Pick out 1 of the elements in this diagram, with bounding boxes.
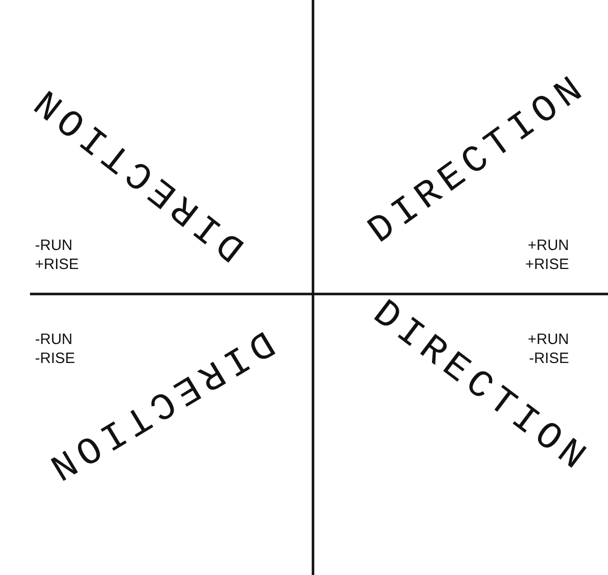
- quadrant-sign-label: +RUN +RISE: [525, 237, 569, 274]
